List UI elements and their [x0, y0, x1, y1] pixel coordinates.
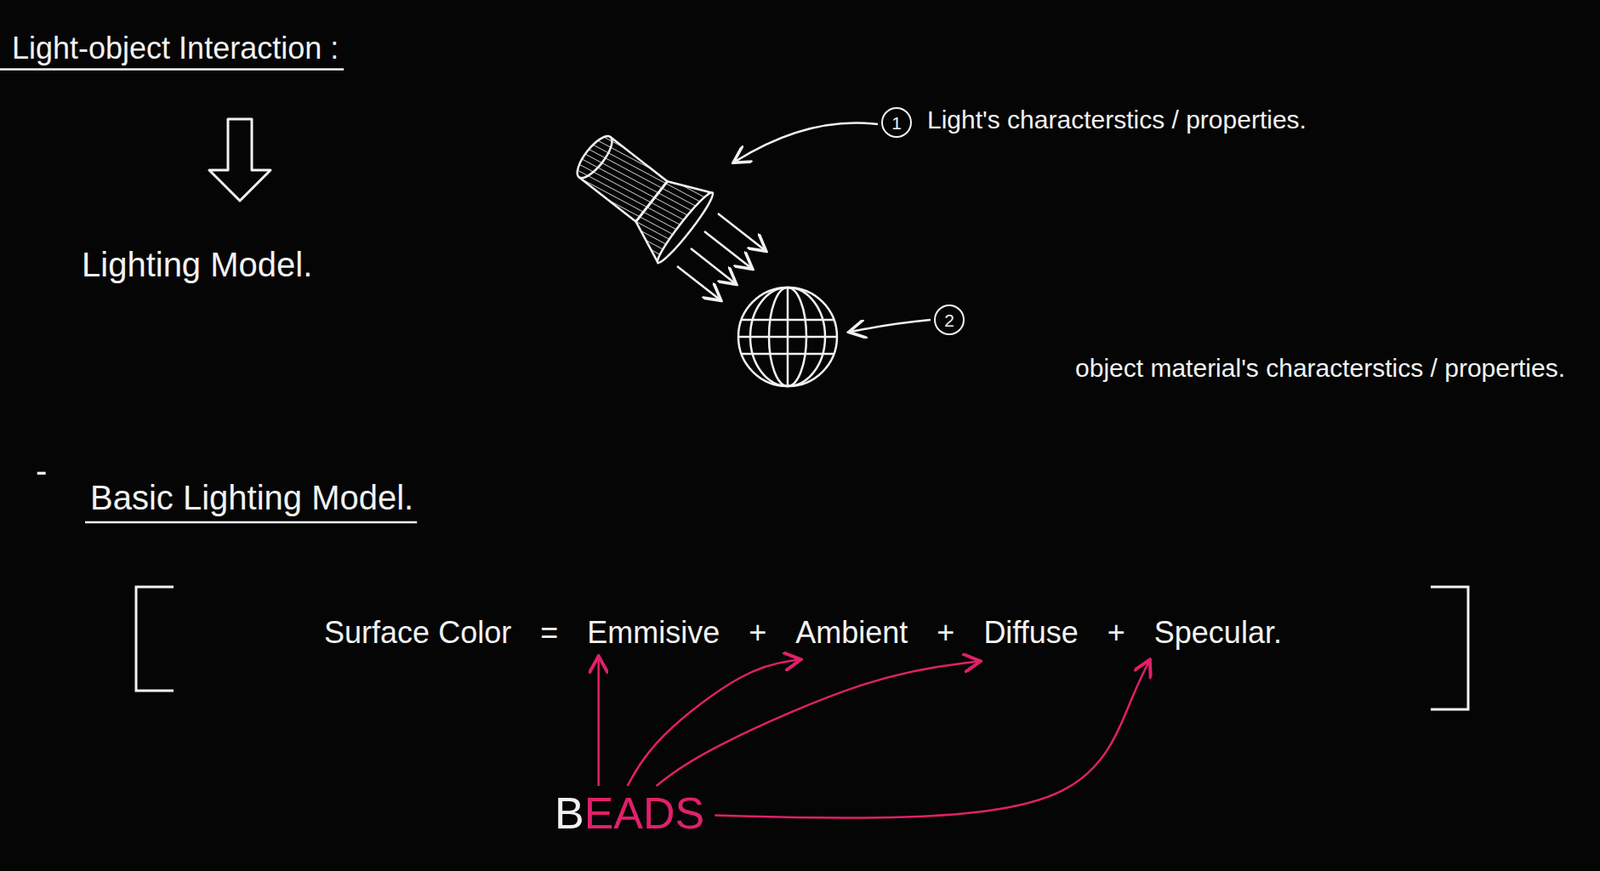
- operator: =: [540, 615, 559, 650]
- equation-lhs: Surface Color: [324, 615, 512, 650]
- light-ray: [690, 248, 735, 284]
- mnemonic-arrow: [597, 658, 600, 786]
- equation: Surface Color = Emmisive + Ambient + Diffuse + S…: [180, 615, 1426, 650]
- equation-term: Specular.: [1154, 615, 1282, 650]
- light-ray: [677, 266, 720, 300]
- light-ray: [704, 231, 752, 268]
- underline: [0, 68, 344, 71]
- callout-number: 1: [891, 113, 902, 132]
- globe-parallel: [738, 335, 838, 339]
- flashlight-back: [571, 130, 618, 183]
- section-heading: Basic Lighting Model.: [90, 478, 414, 518]
- mnemonic-arrow: [656, 661, 980, 786]
- operator: +: [748, 615, 767, 650]
- flashlight: [559, 116, 718, 267]
- callout-circle: 2: [933, 304, 965, 336]
- dash: -: [35, 450, 47, 490]
- flashlight-back-hatch: [571, 130, 618, 183]
- equation-term: Ambient: [795, 615, 908, 650]
- mnemonic-arrow: [714, 661, 1150, 819]
- callout-circle: 1: [881, 107, 912, 138]
- operator: +: [936, 615, 955, 650]
- equation-term: Diffuse: [983, 615, 1078, 650]
- equation-term: Emmisive: [586, 615, 720, 650]
- mnemonic-arrow: [627, 660, 800, 786]
- mnemonic: BEADS: [554, 791, 705, 836]
- mnemonic-letters: EADS: [584, 791, 706, 836]
- globe-outline: [738, 287, 838, 387]
- globe-parallel: [741, 318, 834, 322]
- mnemonic-letters: B: [554, 791, 585, 836]
- callout-number: 2: [944, 311, 955, 330]
- globe-parallel: [741, 353, 834, 356]
- title: Light-object Interaction :: [11, 30, 339, 66]
- leader-arrow: [850, 319, 931, 332]
- globe: [738, 287, 838, 387]
- operator: +: [1107, 615, 1126, 650]
- light-rays: [677, 213, 765, 300]
- left-bracket: [136, 586, 174, 691]
- flashlight-lens: [653, 188, 718, 267]
- subheading: Lighting Model.: [81, 244, 313, 285]
- callout-text: Light's characterstics / properties.: [927, 105, 1307, 136]
- leader-arrow: [734, 122, 878, 162]
- underline: [85, 521, 417, 524]
- callout-text: object material's characterstics / prope…: [978, 335, 1566, 402]
- down-arrow: [209, 119, 271, 201]
- right-bracket: [1430, 586, 1469, 710]
- flashlight-seam: [636, 181, 668, 222]
- light-ray: [717, 213, 765, 251]
